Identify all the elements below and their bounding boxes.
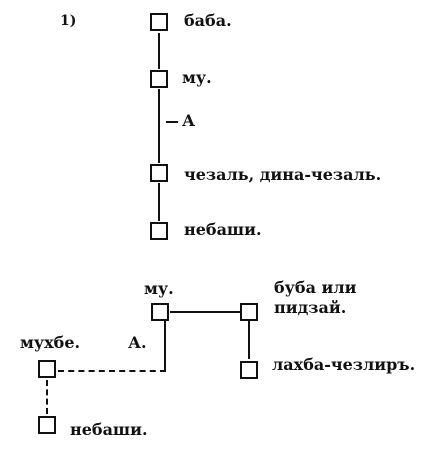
edge-chezal-nebashi [158, 183, 160, 221]
node-mu-box-bottom [151, 303, 169, 321]
node-buba-box [240, 303, 258, 321]
branch-tick [166, 121, 178, 123]
edge-mu-down [164, 321, 166, 371]
edge-mu-buba [170, 311, 240, 313]
node-chezal-label: чезаль, дина-чезаль. [184, 165, 382, 184]
branch-label-bottom: А. [128, 333, 147, 352]
node-baba-box [150, 13, 168, 31]
node-mukhbe-box [38, 360, 56, 378]
node-nebashi-label-bottom: небаши. [70, 420, 148, 439]
node-buba-label-line2: пидзай. [274, 298, 347, 317]
node-mu-box [150, 70, 168, 88]
edge-buba-lakhba [248, 321, 250, 359]
node-baba-label: баба. [184, 11, 232, 30]
edge-baba-mu [158, 33, 160, 69]
node-mukhbe-label: мухбе. [20, 333, 81, 352]
node-mu-label: му. [182, 68, 212, 87]
node-lakhba-box [240, 361, 258, 379]
node-mu-label-bottom: му. [144, 279, 174, 298]
node-nebashi-box-bottom [38, 416, 56, 434]
node-nebashi-label: небаши. [184, 220, 262, 239]
node-buba-label-line1: буба или [274, 278, 357, 297]
node-lakhba-label: лахба-чезлиръ. [272, 355, 416, 374]
node-chezal-box [150, 164, 168, 182]
edge-mu-chezal [158, 89, 160, 163]
node-nebashi-box [150, 222, 168, 240]
figure-number: 1) [60, 13, 77, 29]
edge-mukhbe-mu-dashed [58, 370, 166, 372]
edge-mukhbe-nebashi-dashed [46, 380, 48, 414]
branch-label: А [182, 111, 196, 130]
